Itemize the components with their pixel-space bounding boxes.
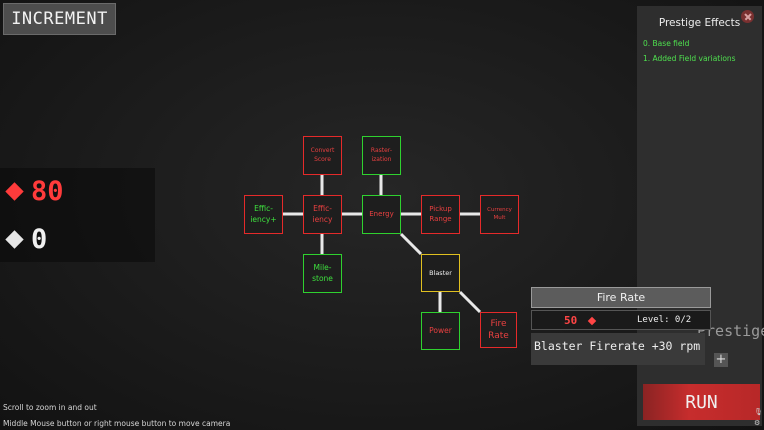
edge-energy-blaster [399, 232, 423, 256]
node-convert-score[interactable]: Convert Score [303, 136, 342, 175]
secondary-currency-value: 0 [31, 224, 48, 255]
primary-currency-value: 80 [31, 176, 64, 207]
tooltip-cost-row: 50 Level: 0/2 [531, 310, 711, 330]
node-rasterization[interactable]: Raster- ization [362, 136, 401, 175]
tooltip-description: Blaster Firerate +30 rpm [531, 333, 705, 365]
run-button[interactable]: Run [643, 384, 760, 420]
node-currency-mult[interactable]: Currency Mult [480, 195, 519, 234]
primary-currency: 80 [5, 176, 64, 207]
node-blaster[interactable]: Blaster [421, 254, 460, 292]
red-diamond-icon [587, 316, 597, 326]
currency-panel: 80 0 [0, 168, 155, 262]
node-fire-rate[interactable]: Fire Rate [480, 312, 517, 348]
prestige-label: Prestige [697, 322, 764, 340]
microphone-icon: 🎙 [754, 408, 763, 416]
settings-icon[interactable]: ⚙ [754, 419, 761, 427]
prestige-effect-item: 0. Base field [643, 39, 690, 48]
tooltip-title: Fire Rate [531, 287, 711, 308]
increment-title-button[interactable]: Increment [3, 3, 116, 35]
prestige-title: Prestige Effects [658, 17, 741, 29]
node-power[interactable]: Power [421, 312, 460, 350]
node-efficiency[interactable]: Effic- iency [303, 195, 342, 234]
tooltip-cost: 50 [564, 314, 578, 327]
hint-zoom: Scroll to zoom in and out [3, 403, 97, 412]
node-milestone[interactable]: Mile- stone [303, 254, 342, 293]
plus-button[interactable]: + [714, 352, 728, 367]
hint-camera: Middle Mouse button or right mouse butto… [3, 419, 231, 428]
secondary-currency: 0 [5, 224, 48, 255]
node-efficiency-plus[interactable]: Effic- iency+ [244, 195, 283, 234]
prestige-effect-item: 1. Added Field variations [643, 54, 736, 63]
node-energy[interactable]: Energy [362, 195, 401, 234]
edge-blaster-firerate [458, 290, 482, 314]
close-icon[interactable] [741, 10, 754, 23]
tooltip-level: Level: 0/2 [637, 315, 692, 325]
node-pickup-range[interactable]: Pickup Range [421, 195, 460, 234]
